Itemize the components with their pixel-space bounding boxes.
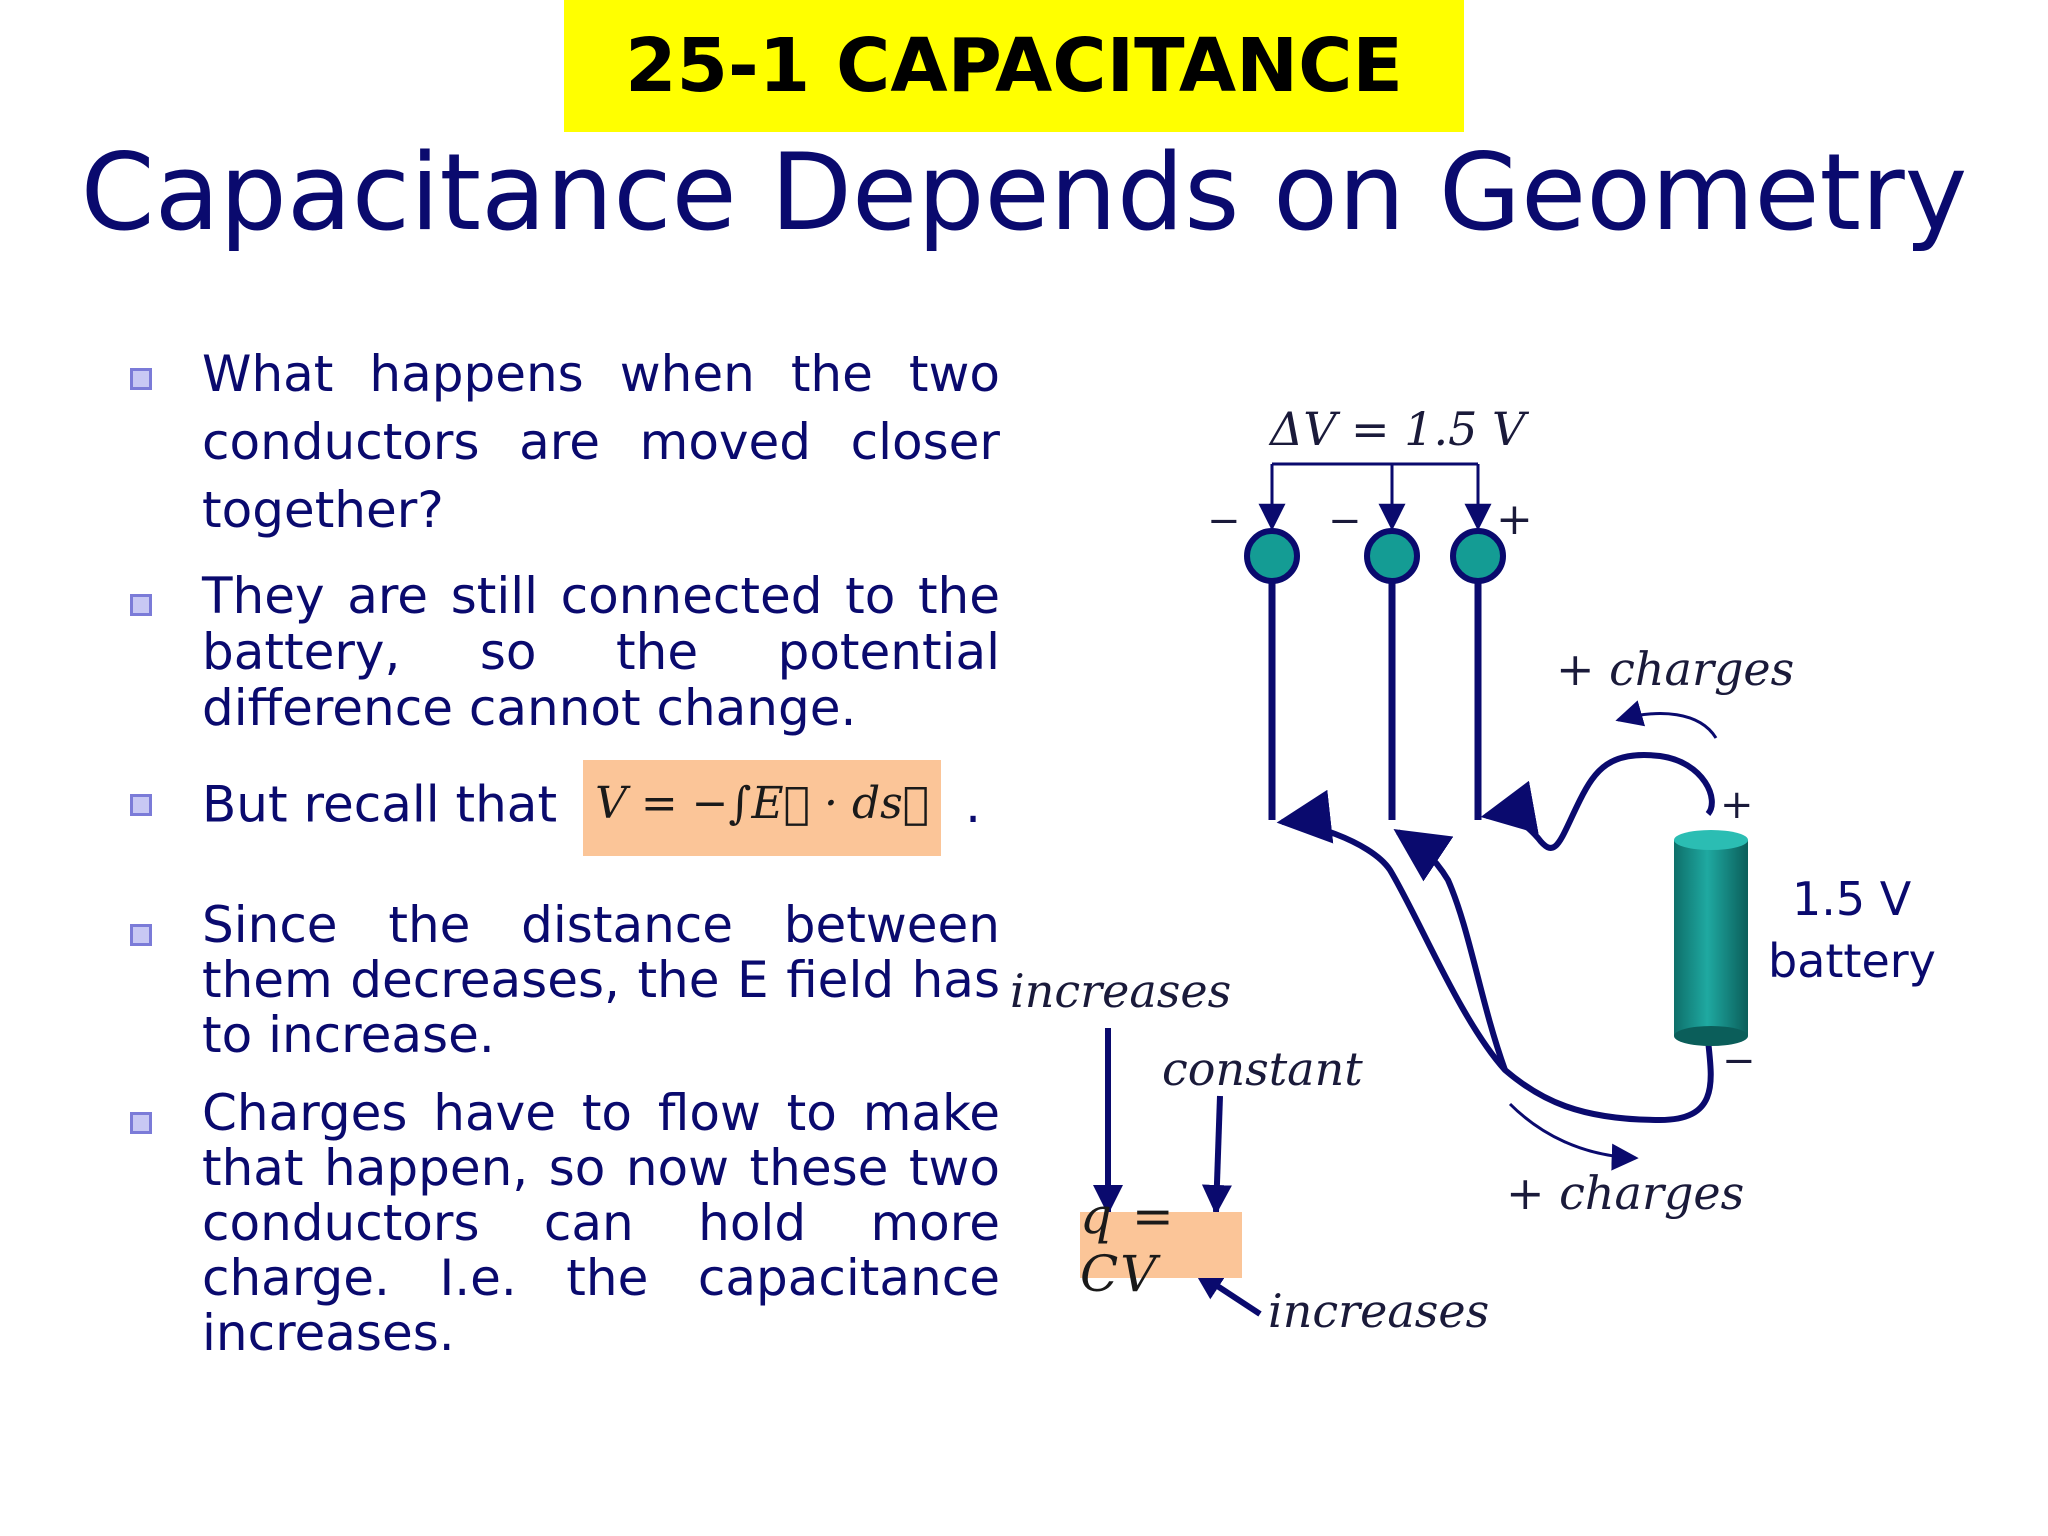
conductor-sphere-right bbox=[1450, 528, 1506, 584]
increases-label-top: increases bbox=[1010, 964, 1232, 1018]
battery-voltage-label: 1.5 V bbox=[1792, 872, 1912, 926]
delta-v-bracket bbox=[1258, 462, 1492, 531]
delta-v-label: ΔV = 1.5 V bbox=[1270, 402, 1526, 456]
bullet-text-with-formula: But recall that V = −∫E⃗ · ds⃗. bbox=[202, 760, 1000, 856]
bullet-square-icon bbox=[130, 1112, 152, 1134]
bullet-text: Since the distance between them decrease… bbox=[202, 896, 1000, 1064]
potential-formula: V = −∫E⃗ · ds⃗ bbox=[583, 760, 942, 856]
bullet-text: What happens when the two conductors are… bbox=[202, 345, 1000, 539]
increases-arrow-bottom bbox=[1193, 1269, 1262, 1317]
minus-sign-left: − bbox=[1207, 498, 1241, 544]
battery-icon bbox=[1674, 830, 1748, 1046]
charge-equation: q = CV bbox=[1080, 1187, 1242, 1303]
wire-negative-middle bbox=[1393, 829, 1508, 1072]
charge-flow-arrow-top bbox=[1615, 700, 1718, 739]
bullet-square-icon bbox=[130, 368, 152, 390]
bullet-text: They are still connected to the battery,… bbox=[202, 567, 1000, 737]
charge-flow-arrow-bottom bbox=[1508, 1102, 1639, 1171]
constant-label: constant bbox=[1162, 1042, 1363, 1096]
conductor-sphere-left bbox=[1244, 528, 1300, 584]
section-heading: 25-1 CAPACITANCE bbox=[625, 23, 1403, 109]
battery-minus-sign: − bbox=[1722, 1038, 1756, 1084]
conductor-sphere-middle bbox=[1364, 528, 1420, 584]
increases-label-bottom: increases bbox=[1268, 1284, 1490, 1338]
bullet-square-icon bbox=[130, 794, 152, 816]
wire-positive bbox=[1480, 751, 1715, 851]
battery-plus-sign: + bbox=[1720, 782, 1754, 828]
bullet-square-icon bbox=[130, 924, 152, 946]
minus-sign-middle: − bbox=[1328, 498, 1362, 544]
bullet-text: But recall that bbox=[202, 775, 558, 834]
charges-label-bottom: + charges bbox=[1506, 1166, 1745, 1220]
bullet-square-icon bbox=[130, 594, 152, 616]
formula-period: . bbox=[965, 775, 982, 834]
charges-label-top: + charges bbox=[1556, 642, 1795, 696]
plus-sign-right: + bbox=[1496, 494, 1533, 545]
slide-title: Capacitance Depends on Geometry bbox=[80, 131, 1968, 254]
bullet-text: Charges have to flow to make that happen… bbox=[202, 1084, 1000, 1362]
section-banner: 25-1 CAPACITANCE bbox=[564, 0, 1464, 132]
constant-arrow bbox=[1201, 1095, 1232, 1215]
battery-label: battery bbox=[1768, 934, 1936, 988]
